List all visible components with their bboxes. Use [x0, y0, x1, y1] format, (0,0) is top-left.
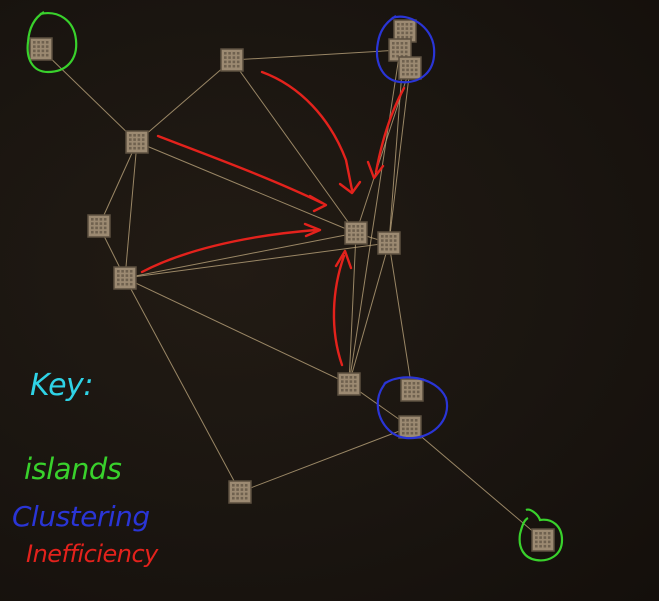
graph-edge	[348, 232, 357, 385]
stone-block-icon	[400, 378, 424, 402]
key-title: Key:	[30, 368, 93, 403]
graph-edge	[239, 426, 411, 493]
inefficiency-arrow-head	[338, 180, 362, 195]
inefficiency-arrow	[374, 86, 406, 174]
graph-edge	[136, 141, 357, 234]
stone-block-icon	[344, 221, 368, 245]
stone-block-icon	[29, 37, 53, 61]
graph-edge	[348, 49, 401, 385]
key-inefficiency-label: Inefficiency	[26, 540, 158, 568]
inefficiency-arrow	[140, 228, 318, 274]
graph-edge	[124, 141, 138, 279]
graph-edge	[40, 48, 138, 143]
annotation-marks	[26, 11, 564, 562]
graph-edge	[388, 242, 413, 391]
stone-block-icon	[398, 415, 422, 439]
stone-block-icon	[398, 56, 422, 80]
stone-block-icon	[531, 528, 555, 552]
inefficiency-arrow-head	[334, 249, 353, 270]
key-clustering-label: Clustering	[12, 500, 150, 533]
graph-edge	[124, 277, 241, 493]
graph-edge	[348, 242, 390, 385]
graph-edge	[231, 49, 401, 61]
graph-edge	[124, 232, 357, 279]
graph-edge	[136, 59, 233, 143]
inefficiency-arrow-head	[366, 160, 385, 180]
stone-block-icon	[125, 130, 149, 154]
inefficiency-arrow	[156, 134, 324, 205]
inefficiency-arrow-head	[308, 194, 328, 213]
stone-block-icon	[388, 38, 412, 62]
cluster-circle	[376, 376, 449, 440]
stone-block-icon	[113, 266, 137, 290]
stone-block-icon	[228, 480, 252, 504]
graph-edge	[388, 67, 411, 244]
island-circle	[26, 11, 78, 74]
inefficiency-arrow-head	[303, 222, 322, 238]
graph-nodes	[29, 19, 555, 552]
cluster-circle	[375, 15, 436, 84]
stone-block-icon	[393, 19, 417, 43]
stone-block-icon	[337, 372, 361, 396]
graph-edge	[124, 242, 390, 279]
graph-edge	[409, 426, 544, 541]
graph-edge	[98, 141, 138, 227]
stone-block-icon	[377, 231, 401, 255]
stone-block-icon	[220, 48, 244, 72]
island-circle	[518, 508, 564, 562]
inefficiency-arrow	[260, 70, 354, 192]
stone-block-icon	[87, 214, 111, 238]
key-islands-label: islands	[24, 452, 122, 486]
inefficiency-arrow	[332, 254, 346, 367]
graph-edge	[231, 59, 357, 234]
graph-edge	[124, 277, 350, 385]
